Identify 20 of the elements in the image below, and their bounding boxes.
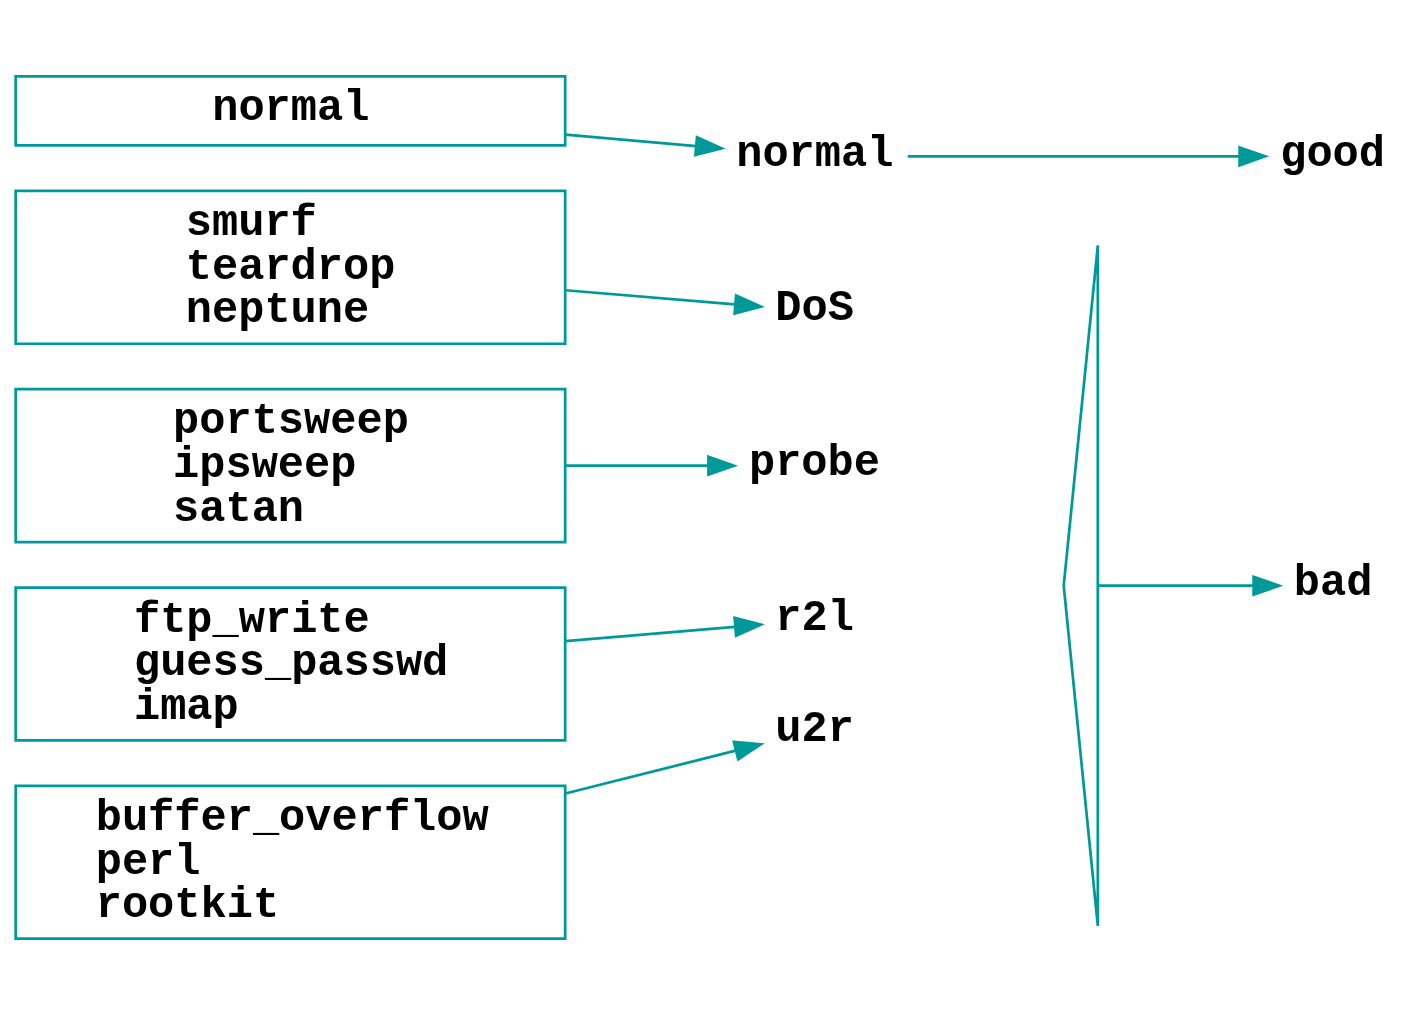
node-text: bad [1293,559,1373,609]
node-text: u2r [775,704,854,754]
arrow [565,740,765,795]
node-box: portsweep ipsweep satan [14,387,567,544]
node-text: DoS [775,284,854,334]
node-box: normal [14,74,567,147]
arrow [907,145,1270,168]
node-box: buffer_overflow perl rootkit [14,784,567,941]
node-text: normal [736,129,894,179]
arrow [1098,574,1284,597]
node-text: good [1280,129,1386,179]
node-brace [1062,244,1100,928]
arrow [565,133,726,157]
arrow [565,454,739,477]
node-box: ftp_write guess_passwd imap [14,586,567,742]
node-text: r2l [775,593,854,643]
node-text: probe [748,439,880,489]
node-box: smurf teardrop neptune [14,189,567,346]
arrow [565,616,765,643]
arrow [565,288,765,316]
